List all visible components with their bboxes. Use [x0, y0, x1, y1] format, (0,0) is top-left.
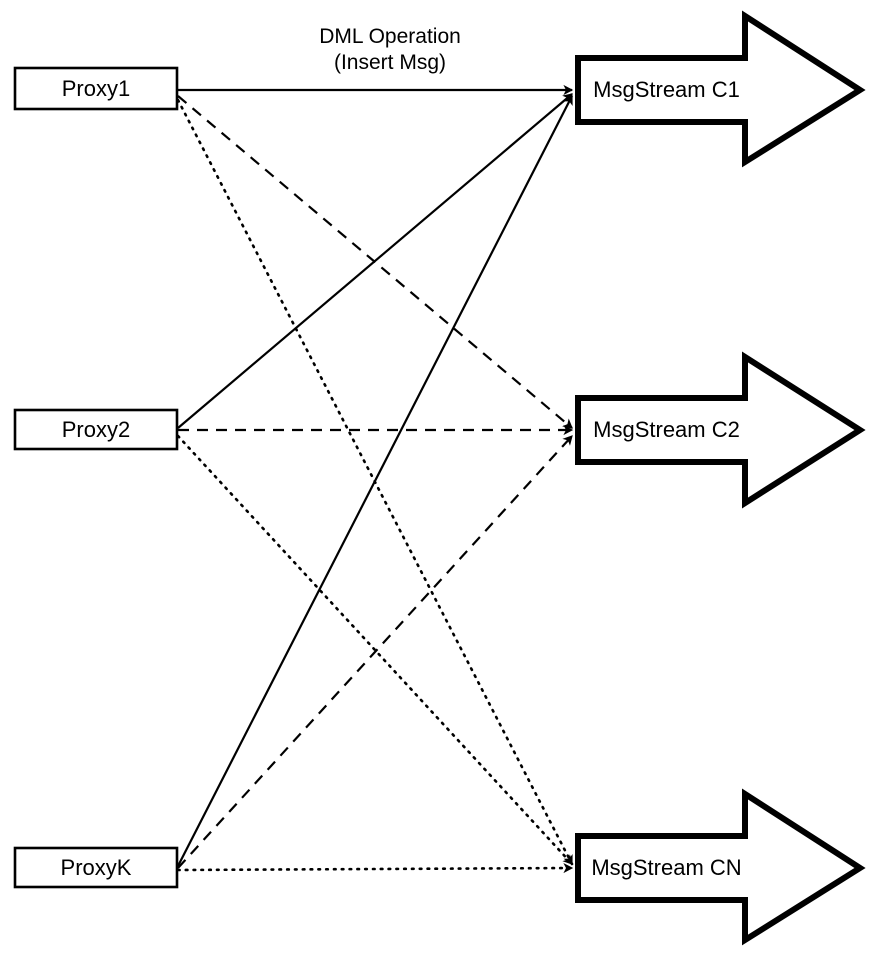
stream-arrow-stream_c1[interactable] — [575, 10, 866, 168]
connector-p2-c1 — [177, 93, 573, 429]
connector-pk-c1 — [177, 94, 573, 867]
edge-label-dml-operation: DML Operation (Insert Msg) — [280, 24, 500, 75]
connector-pk-cn — [176, 862, 574, 874]
edge-label-line2: (Insert Msg) — [333, 50, 446, 74]
proxy-box-proxy1[interactable] — [13, 66, 179, 111]
connector-pk-c2 — [177, 435, 573, 869]
proxy-box-proxyK[interactable] — [13, 846, 179, 889]
stream-arrow-stream_c2[interactable] — [575, 351, 866, 509]
stream-arrow-stream_cn[interactable] — [575, 788, 866, 946]
connector-edges-group — [176, 84, 574, 874]
connector-p2-cn — [176, 434, 574, 866]
proxy-box-proxy2[interactable] — [13, 408, 179, 451]
edge-label-line1: DML Operation — [319, 25, 461, 48]
stream-arrows-group — [575, 10, 866, 946]
proxy-boxes-group — [13, 66, 179, 889]
